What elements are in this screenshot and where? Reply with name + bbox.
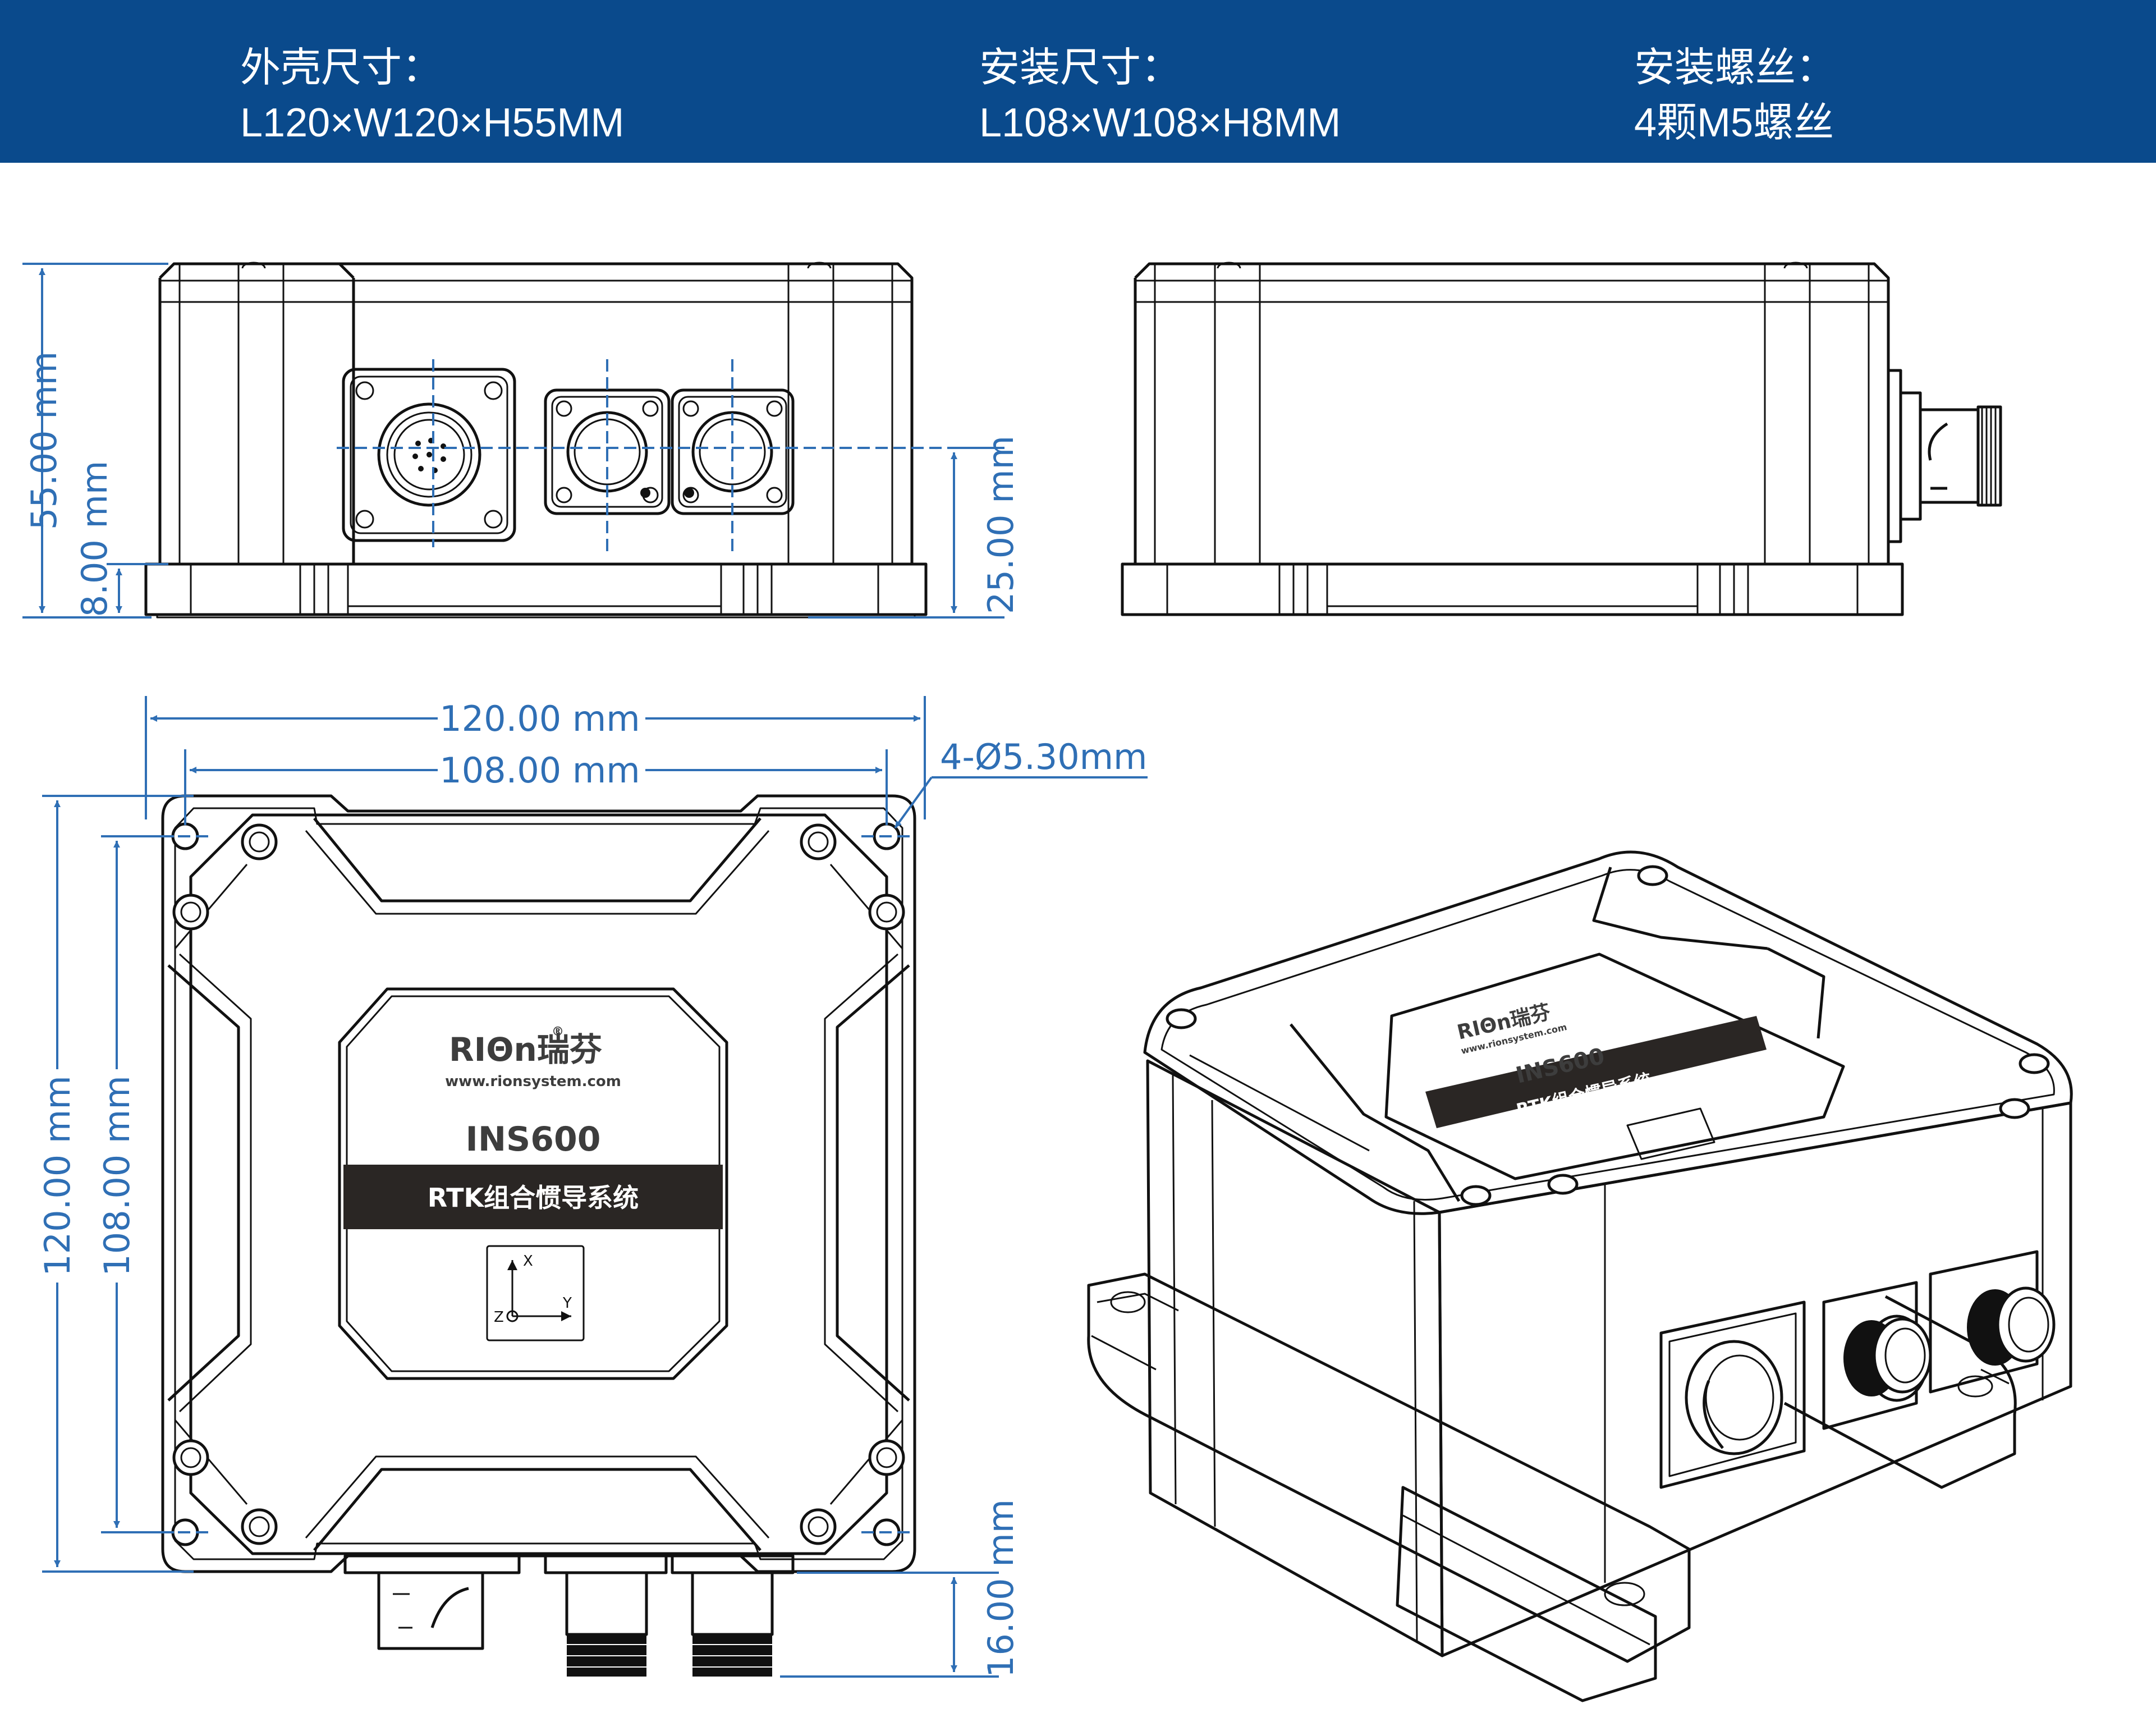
top-view: RIΘn瑞芬 ® www.rionsystem.com INS600 RTK组合…: [37, 696, 1148, 1678]
dim-length-total: 120.00 mm: [439, 698, 640, 739]
spec-label: 安装螺丝：: [1634, 45, 1837, 90]
dim-width-mount: 108.00 mm: [97, 1075, 137, 1276]
brand-logo: RIΘn瑞芬: [449, 1031, 602, 1069]
product-name: RTK组合惯导系统: [428, 1183, 639, 1213]
isometric-view: RIΘn瑞芬 www.rionsystem.com INS600 RTK组合惯导…: [1087, 850, 2073, 1702]
dim-connector-height: 25.00 mm: [980, 436, 1021, 614]
front-view: 55.00 mm 8.00 mm 25.00 mm: [22, 262, 1021, 619]
iso-product-band: [1425, 1016, 1767, 1128]
registered-mark: ®: [552, 1025, 564, 1039]
website-text: www.rionsystem.com: [445, 1073, 621, 1090]
spec-mounting-size: 安装尺寸： L108×W108×H8MM: [979, 40, 1341, 150]
spec-label: 安装尺寸：: [979, 45, 1182, 90]
dim-base-height: 8.00 mm: [74, 461, 115, 617]
spec-label: 外壳尺寸：: [240, 45, 443, 90]
dim-connector-protrusion: 16.00 mm: [980, 1499, 1021, 1678]
dim-width-total: 120.00 mm: [37, 1075, 78, 1276]
dim-hole-diameter: 4-Ø5.30mm: [940, 736, 1147, 777]
spec-value: L108×W108×H8MM: [979, 100, 1341, 145]
model-name: INS600: [466, 1120, 601, 1159]
spec-header: 外壳尺寸： L120×W120×H55MM 安装尺寸： L108×W108×H8…: [0, 0, 2156, 163]
side-view: [1121, 262, 2002, 616]
axis-y-label: Y: [562, 1295, 572, 1312]
spec-housing-size: 外壳尺寸： L120×W120×H55MM: [240, 40, 624, 150]
axis-x-label: X: [523, 1253, 533, 1270]
product-band: [343, 1165, 723, 1229]
spec-mounting-screws: 安装螺丝： 4颗M5螺丝: [1634, 40, 1836, 150]
axis-z-label: Z: [494, 1309, 504, 1326]
spec-value: 4颗M5螺丝: [1634, 100, 1834, 145]
dim-height-total: 55.00 mm: [24, 351, 65, 530]
spec-value: L120×W120×H55MM: [240, 100, 625, 145]
technical-drawing: 55.00 mm 8.00 mm 25.00 mm: [22, 262, 2073, 1702]
dim-mount-spacing: 108.00 mm: [439, 750, 640, 791]
